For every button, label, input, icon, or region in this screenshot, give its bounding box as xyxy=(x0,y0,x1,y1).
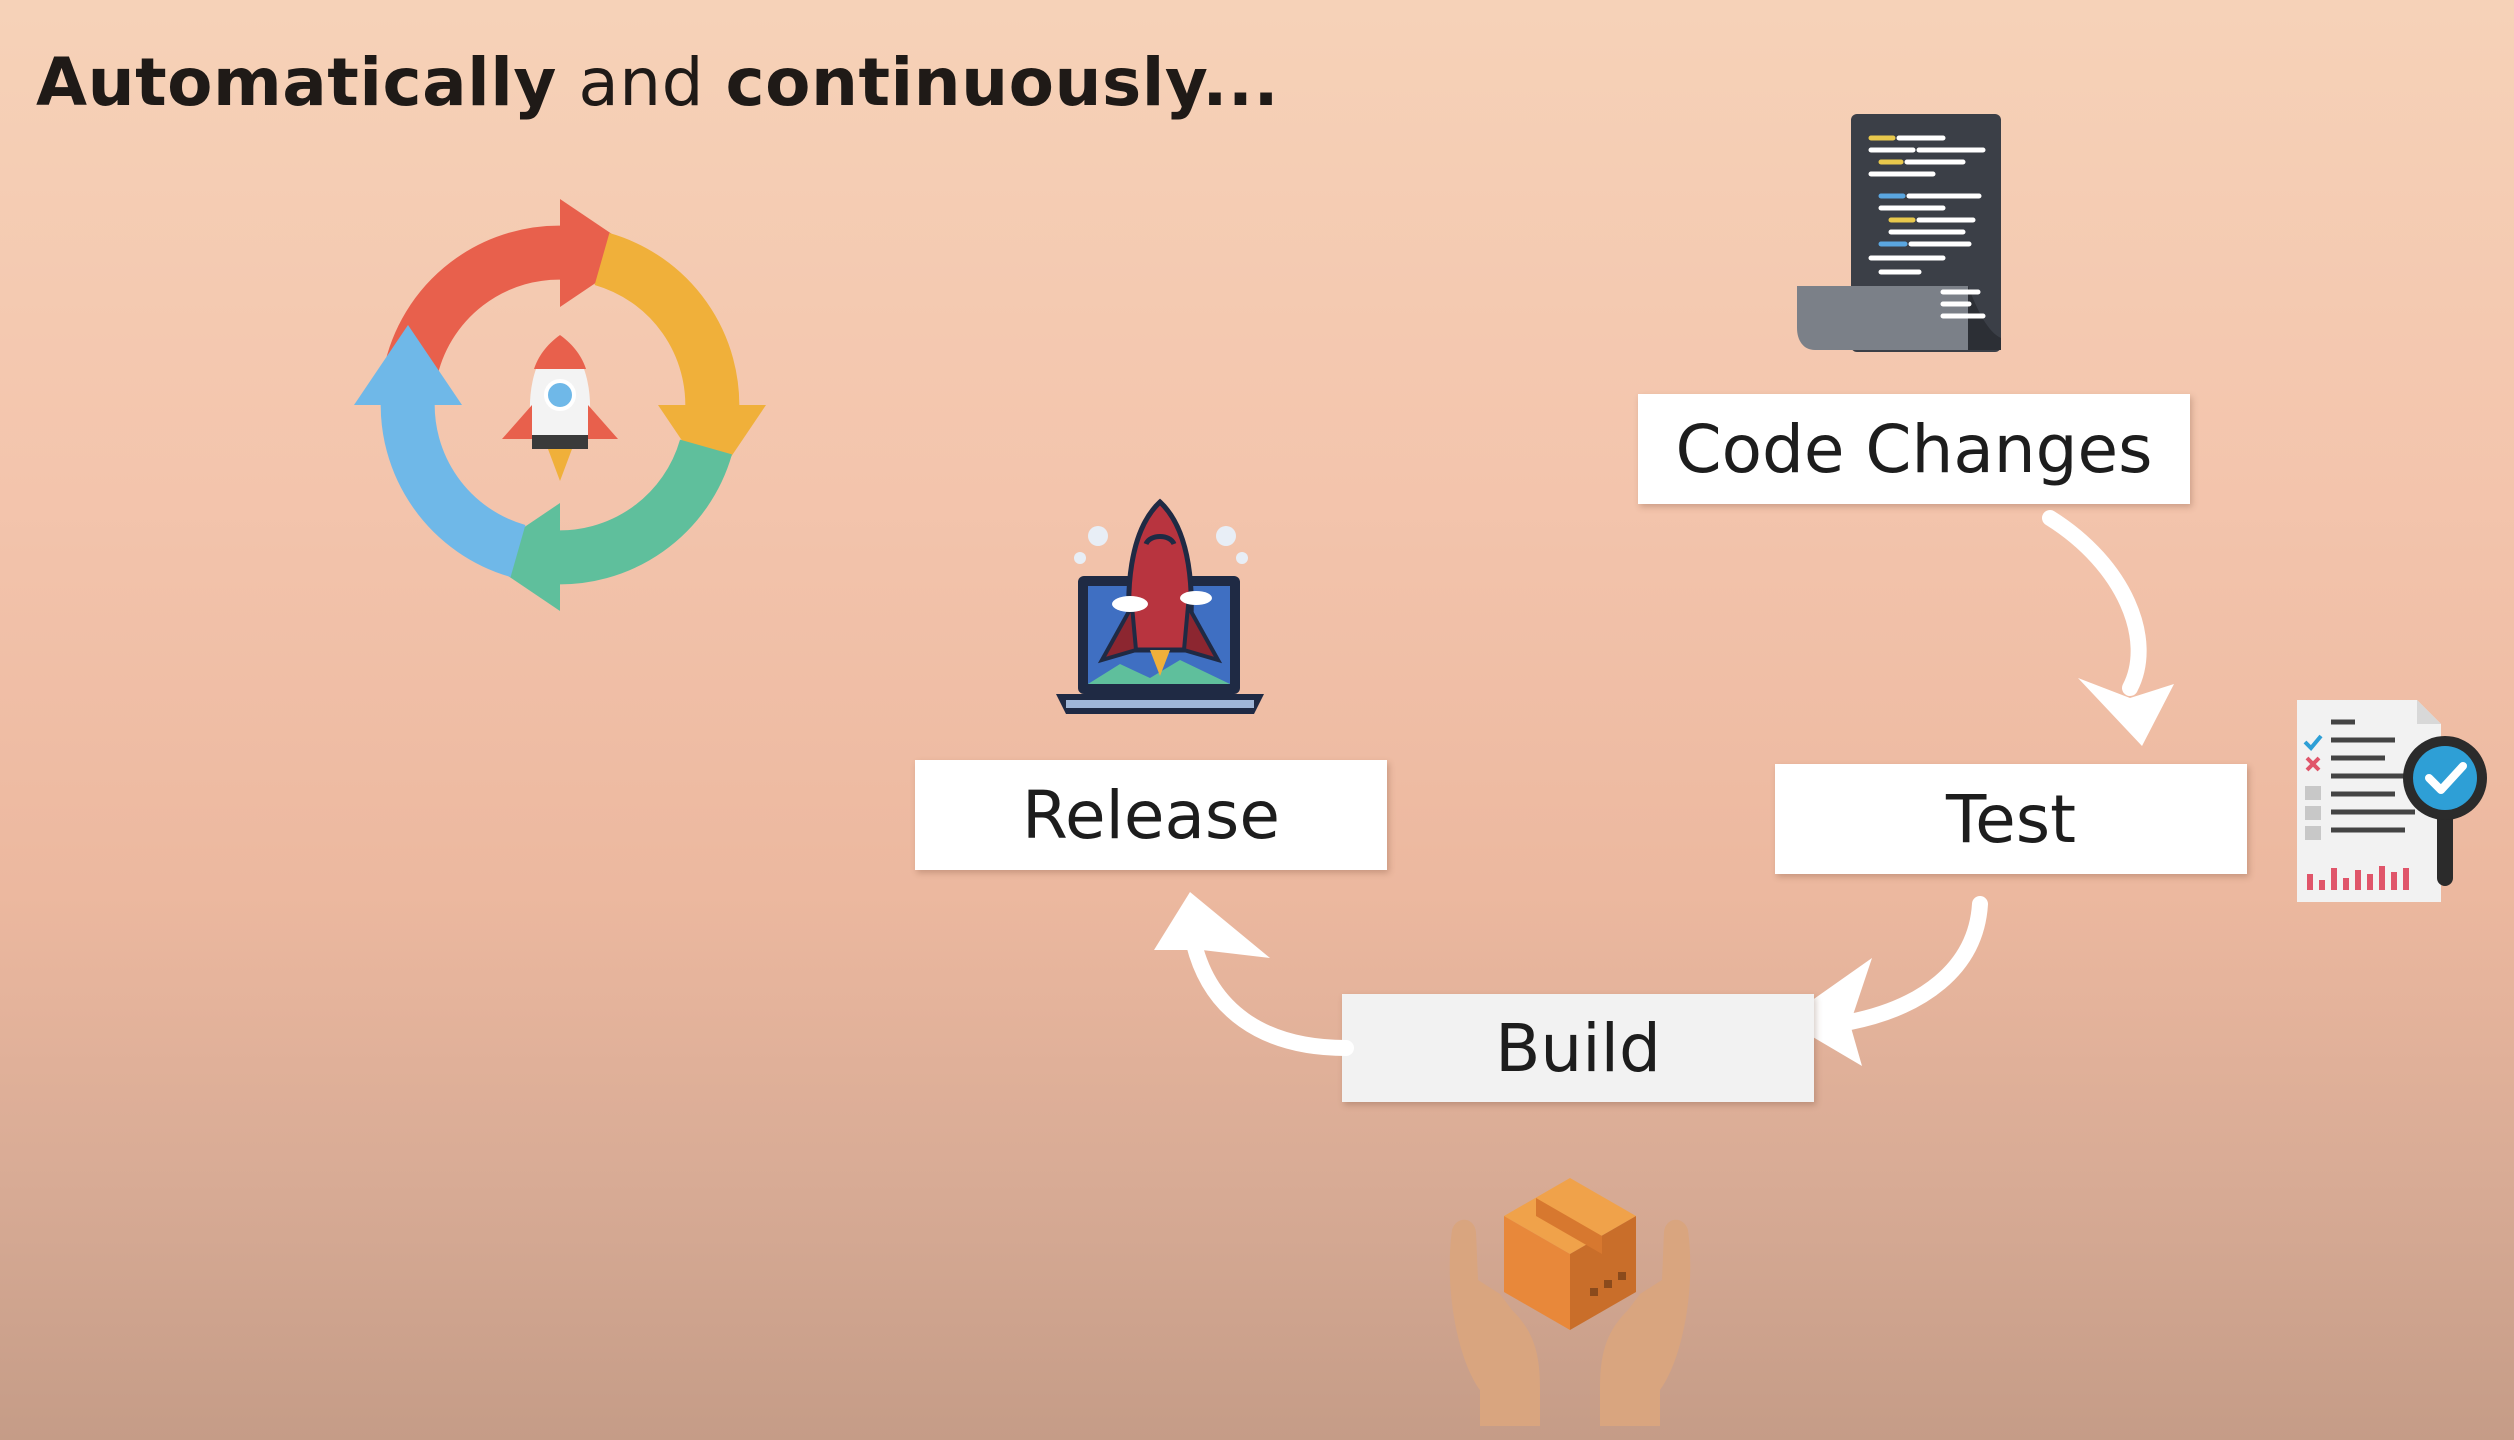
step-code-changes-label: Code Changes xyxy=(1675,410,2153,488)
step-release-label: Release xyxy=(1022,776,1280,854)
arrow-code-to-test-icon xyxy=(2042,510,2174,746)
arrow-test-to-build-icon xyxy=(1784,896,1988,1066)
step-build: Build xyxy=(1342,994,1814,1102)
code-scroll-icon xyxy=(1797,114,2001,352)
slide-title: Automatically and continuously... xyxy=(36,44,1279,121)
step-build-label: Build xyxy=(1495,1009,1661,1087)
package-hands-icon xyxy=(1449,1178,1691,1426)
title-part-and: and xyxy=(556,44,726,121)
step-code-changes: Code Changes xyxy=(1638,394,2190,504)
title-part-continuously: continuously... xyxy=(725,44,1280,121)
arrow-build-to-release-icon xyxy=(1154,892,1354,1056)
title-part-automatically: Automatically xyxy=(36,44,557,121)
step-test-label: Test xyxy=(1946,780,2076,858)
step-test: Test xyxy=(1775,764,2247,874)
step-release: Release xyxy=(915,760,1387,870)
rocket-laptop-icon xyxy=(1056,498,1264,714)
cycle-arrows-rocket-icon xyxy=(354,199,766,611)
test-report-magnifier-icon xyxy=(2297,700,2487,902)
